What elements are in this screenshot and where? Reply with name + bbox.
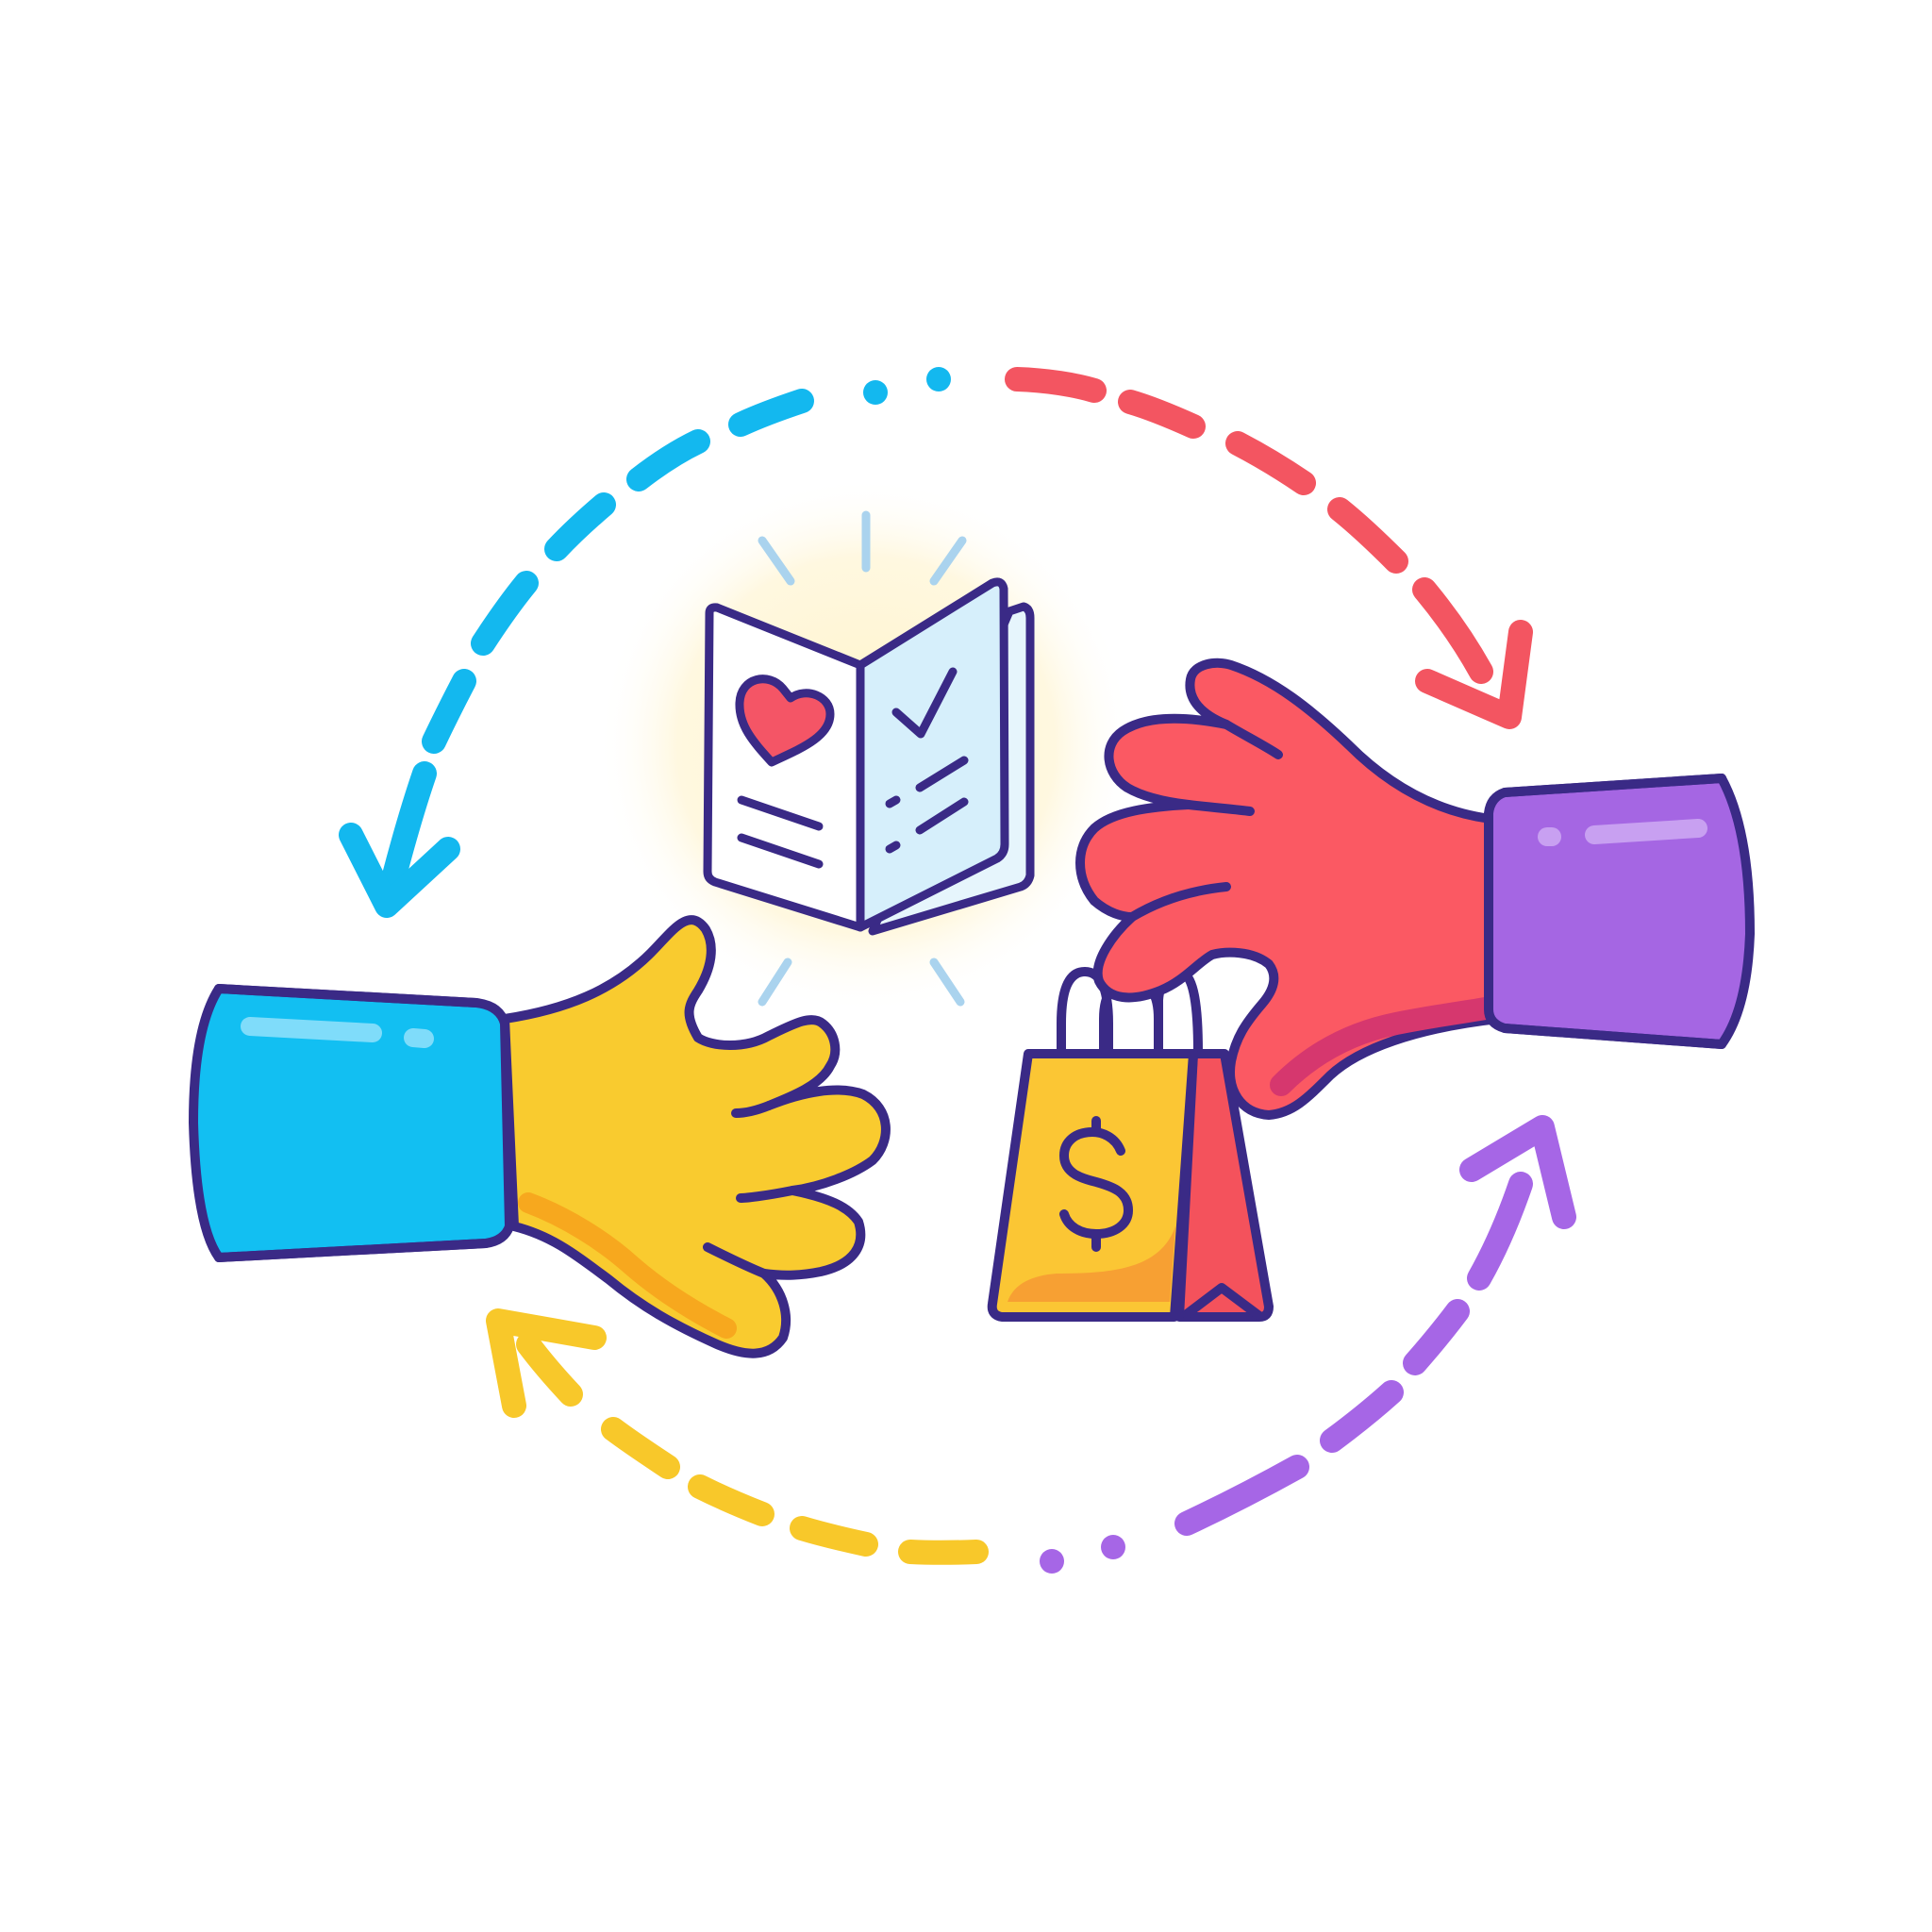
left-finger-line — [736, 1186, 797, 1203]
right-sleeve-highlight — [1585, 819, 1707, 844]
right-sleeve — [1484, 774, 1755, 1049]
red-dash — [1118, 390, 1206, 439]
bag-side-fold — [1182, 1283, 1264, 1321]
left-sleeve-highlight — [404, 1028, 434, 1048]
bag-front-shadow — [1008, 1226, 1175, 1302]
sparkle-line — [758, 958, 792, 1007]
heart-icon — [735, 675, 835, 767]
red-arrowhead — [1415, 620, 1533, 729]
sparkle-line — [758, 536, 795, 586]
yellow-arrow-shaft — [516, 1332, 583, 1407]
right-hand-palm — [1075, 658, 1503, 1120]
purple-arrowhead — [1459, 1115, 1576, 1229]
purple-arrow-shaft — [1467, 1172, 1533, 1291]
cyan-arrow-shaft — [382, 761, 437, 888]
yellow-dash — [898, 1540, 989, 1565]
shopping-bag-icon — [987, 967, 1274, 1322]
cyan-dash — [626, 429, 710, 491]
sparkle-line — [929, 536, 967, 586]
sparkle-lines — [758, 510, 967, 1007]
book-left-page — [703, 603, 865, 932]
sparkle-line — [929, 958, 965, 1007]
checkmark-icon — [891, 667, 958, 739]
left-hand-shadow — [518, 1192, 737, 1339]
yellow-dash — [688, 1474, 774, 1526]
purple-dash — [1174, 1455, 1309, 1536]
cycle-arrows — [339, 367, 1576, 1574]
book-text-line — [737, 795, 824, 831]
cyan-dash — [471, 571, 539, 656]
right-hand-shadow — [1270, 996, 1502, 1096]
left-giving-hand — [189, 915, 891, 1358]
cyan-arrowhead — [339, 823, 460, 918]
red-dash — [1327, 497, 1408, 574]
yellow-arrowhead — [486, 1308, 607, 1418]
open-book-icon — [703, 577, 1035, 936]
book-text-line — [915, 756, 969, 792]
left-finger-line — [731, 1101, 774, 1118]
left-sleeve — [189, 984, 514, 1262]
cyan-dash — [728, 389, 814, 437]
right-finger-line — [1127, 882, 1231, 922]
yellow-cycle-arrow — [486, 1308, 989, 1565]
left-sleeve-top-edge — [214, 984, 481, 1008]
book-group — [597, 476, 1135, 1014]
left-finger-line — [703, 1242, 769, 1278]
book-text-dot — [885, 795, 901, 808]
cyan-dash — [544, 492, 616, 561]
red-dash — [1005, 367, 1107, 403]
right-receiving-hand — [1075, 658, 1755, 1120]
right-sleeve-bottom-edge — [1500, 1024, 1726, 1049]
yellow-dash — [790, 1516, 878, 1557]
purple-cycle-arrow — [1040, 1115, 1576, 1574]
right-finger-line — [1184, 800, 1255, 816]
book-text-line — [915, 797, 969, 835]
left-sleeve-highlight — [241, 1017, 382, 1042]
right-finger-line — [1222, 720, 1283, 759]
red-cycle-arrow — [1005, 367, 1533, 729]
red-dash — [1225, 431, 1316, 495]
yellow-dash — [601, 1417, 680, 1479]
cyan-dash — [422, 669, 476, 754]
right-sleeve-top-edge — [1500, 774, 1726, 797]
red-arrow-shaft — [1412, 577, 1493, 684]
book-right-page — [856, 577, 1009, 932]
purple-dash — [1320, 1380, 1404, 1453]
book-text-line — [737, 833, 824, 869]
purple-dash — [1403, 1299, 1470, 1375]
book-text-dot — [885, 841, 901, 854]
dollar-sign-icon — [1059, 1116, 1133, 1252]
cyan-cycle-arrow — [339, 367, 951, 918]
left-sleeve-bottom-edge — [214, 1239, 491, 1262]
